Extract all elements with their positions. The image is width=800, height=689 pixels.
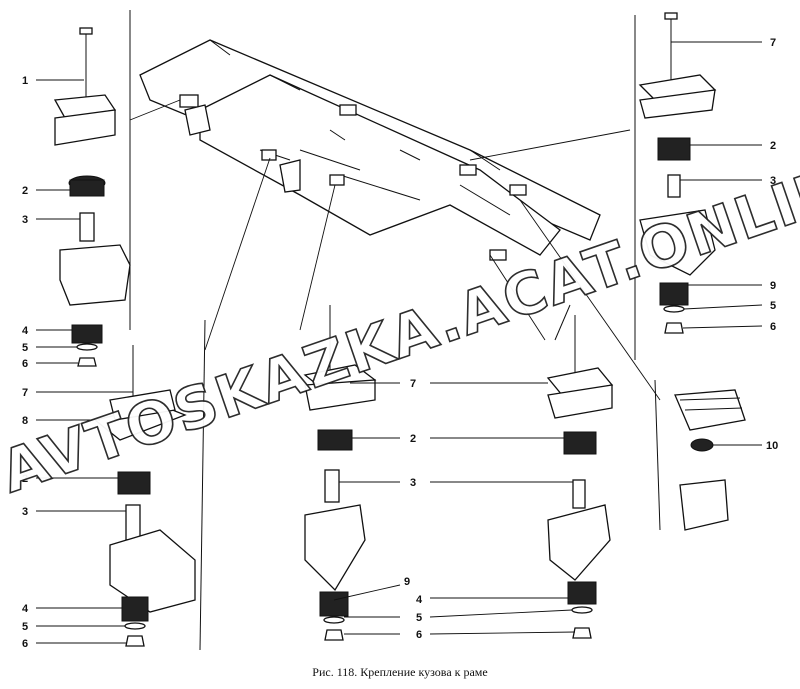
callout-9: 9 [404, 576, 410, 588]
mount-stack-mid-left [36, 345, 196, 647]
callout-10: 10 [766, 440, 778, 452]
callout-3: 3 [22, 506, 28, 518]
callout-8: 8 [22, 415, 28, 427]
callout-5: 5 [22, 621, 28, 633]
chassis-frame [139, 39, 601, 261]
callout-4: 4 [22, 325, 29, 337]
callout-2: 2 [410, 433, 416, 445]
callout-5: 5 [416, 612, 422, 624]
callout-2: 2 [22, 473, 28, 485]
callout-6: 6 [22, 638, 28, 650]
callout-numbers: 1 2 3 4 5 6 7 8 2 3 4 5 6 7 2 3 9 4 5 6 … [22, 37, 778, 650]
callout-2: 2 [22, 185, 28, 197]
callout-9: 9 [770, 280, 776, 292]
callout-4: 4 [416, 594, 423, 606]
mount-stack-center [303, 305, 401, 641]
callout-3: 3 [770, 175, 776, 187]
callout-6: 6 [416, 629, 422, 641]
mount-stack-center-right [429, 315, 614, 639]
divider-lines [129, 10, 661, 651]
callout-5: 5 [770, 300, 776, 312]
callout-4: 4 [22, 603, 29, 615]
callout-5: 5 [22, 342, 28, 354]
callout-3: 3 [22, 214, 28, 226]
callout-7: 7 [22, 387, 28, 399]
callout-3: 3 [410, 477, 416, 489]
bracket-detail-far-right [674, 389, 762, 531]
mount-stack-right [638, 12, 763, 334]
callout-7: 7 [770, 37, 776, 49]
figure-caption: Рис. 118. Крепление кузова к раме [312, 665, 488, 679]
mount-stack-top-left [36, 27, 131, 367]
callout-6: 6 [770, 321, 776, 333]
callout-2: 2 [770, 140, 776, 152]
callout-1: 1 [22, 75, 28, 87]
callout-6: 6 [22, 358, 28, 370]
callout-7: 7 [410, 378, 416, 390]
leader-lines [129, 99, 661, 401]
